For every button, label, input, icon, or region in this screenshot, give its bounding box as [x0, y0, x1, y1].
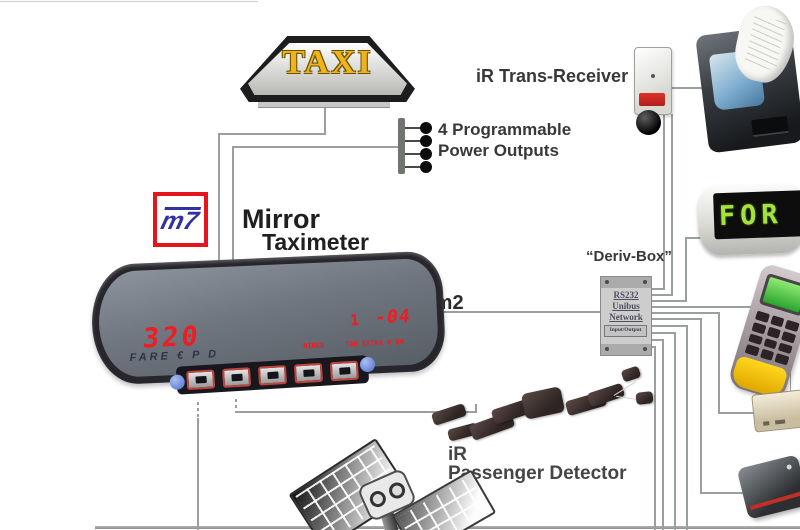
deriv-box-line2: Unibus — [612, 301, 640, 311]
ir-sensor-ball — [636, 110, 661, 135]
led-roof-sign: FOR H — [696, 182, 800, 256]
status-indicator: HIRED — [303, 341, 325, 351]
label-ir-detector-1: iR — [448, 444, 467, 465]
panel-button[interactable] — [186, 368, 216, 390]
led-display-text: FOR H — [718, 197, 800, 232]
connector-line — [475, 404, 477, 413]
connector-line — [686, 325, 688, 530]
connector-line — [232, 146, 234, 267]
radio-unit — [736, 454, 800, 520]
connector-line — [648, 288, 665, 290]
taxi-roof-sign: TAXI — [240, 36, 415, 102]
brand-logo: m7 — [153, 192, 208, 247]
panel-button-blue-right[interactable] — [359, 356, 376, 373]
connector-line — [662, 339, 664, 530]
connector-line — [648, 294, 673, 296]
deriv-box-line1: RS232 — [613, 290, 639, 300]
taxi-sign-base — [258, 102, 390, 108]
power-output-dot — [420, 161, 432, 173]
power-output-stub — [405, 140, 423, 142]
taxi-sign-text: TAXI — [282, 44, 373, 81]
ir-detector-control-box — [520, 386, 566, 420]
connector-line — [648, 346, 656, 348]
panel-button[interactable] — [221, 366, 252, 388]
connector-line — [718, 412, 760, 414]
panel-button[interactable] — [257, 364, 288, 386]
connector-line — [648, 318, 702, 320]
deriv-box-io-label: Input/Output — [604, 325, 647, 337]
connector-line — [663, 87, 707, 89]
deriv-box-bottom-bar — [601, 344, 651, 355]
label-ir-detector-2: Passenger Detector — [448, 463, 627, 484]
connector-line — [648, 312, 720, 314]
ir-detector-part — [635, 391, 654, 405]
extra-value: -04 — [374, 305, 412, 329]
connector-line — [197, 402, 199, 418]
deriv-box-device: RS232 Unibus Network Input/Output — [600, 276, 652, 356]
label-deriv-box: “Deriv-Box” — [586, 248, 672, 265]
panel-button-blue-left[interactable] — [169, 374, 186, 391]
panel-button[interactable] — [329, 360, 359, 381]
label-power-outputs-1: 4 Programmable — [438, 120, 572, 139]
connector-line — [685, 237, 687, 302]
deriv-box-line3: Network — [609, 312, 643, 322]
brand-logo-text: m7 — [158, 207, 202, 235]
mirror-taximeter-device: 320 FARE € P D HIRED 1 -04 TAR EXTRA € K… — [89, 250, 447, 395]
red-stripe — [749, 491, 800, 510]
connector-line — [235, 399, 237, 411]
label-ir-trans-receiver: iR Trans-Receiver — [476, 66, 629, 86]
connector-line-com2 — [437, 311, 602, 313]
power-output-dot — [420, 122, 432, 134]
ir-trans-receiver-device — [634, 47, 672, 115]
connector-line — [324, 106, 326, 135]
connector-line — [648, 339, 664, 341]
label-power-outputs-2: Power Outputs — [438, 141, 559, 160]
connector-line — [232, 146, 400, 148]
page-title: Mirror — [242, 204, 321, 234]
connector-line — [718, 312, 720, 414]
connector-line — [654, 346, 656, 530]
interface-box — [751, 389, 800, 433]
connector-line — [700, 492, 752, 494]
ir-detector-part — [430, 403, 468, 426]
connector-line — [790, 372, 791, 394]
connector-line — [648, 306, 754, 308]
connector-line — [663, 87, 665, 290]
card-payment-terminal — [726, 262, 800, 402]
connector-line — [218, 133, 220, 267]
connector-line — [218, 133, 326, 135]
led-display: FOR H — [713, 190, 800, 240]
tariff-value: 1 — [349, 311, 360, 330]
page-subtitle: Taximeter — [262, 229, 369, 255]
power-output-bar — [398, 118, 405, 174]
connector-line — [648, 332, 676, 334]
deriv-box-top-bar — [601, 277, 651, 288]
connector-line — [648, 300, 687, 302]
connector-line — [685, 237, 705, 239]
red-indicator-stripe — [639, 93, 665, 106]
connector-line — [197, 418, 199, 530]
image-border-top — [0, 1, 258, 2]
power-output-dot — [420, 148, 432, 160]
power-output-stub — [405, 153, 423, 155]
power-output-stub — [405, 166, 423, 168]
connector-line — [671, 114, 673, 296]
ir-detector-part — [620, 365, 642, 383]
connector-line — [674, 332, 676, 530]
panel-button[interactable] — [293, 362, 323, 383]
connector-line — [700, 318, 702, 494]
power-output-dot — [420, 135, 432, 147]
power-output-stub — [405, 127, 423, 129]
connector-line — [235, 411, 475, 413]
connector-line — [648, 325, 688, 327]
